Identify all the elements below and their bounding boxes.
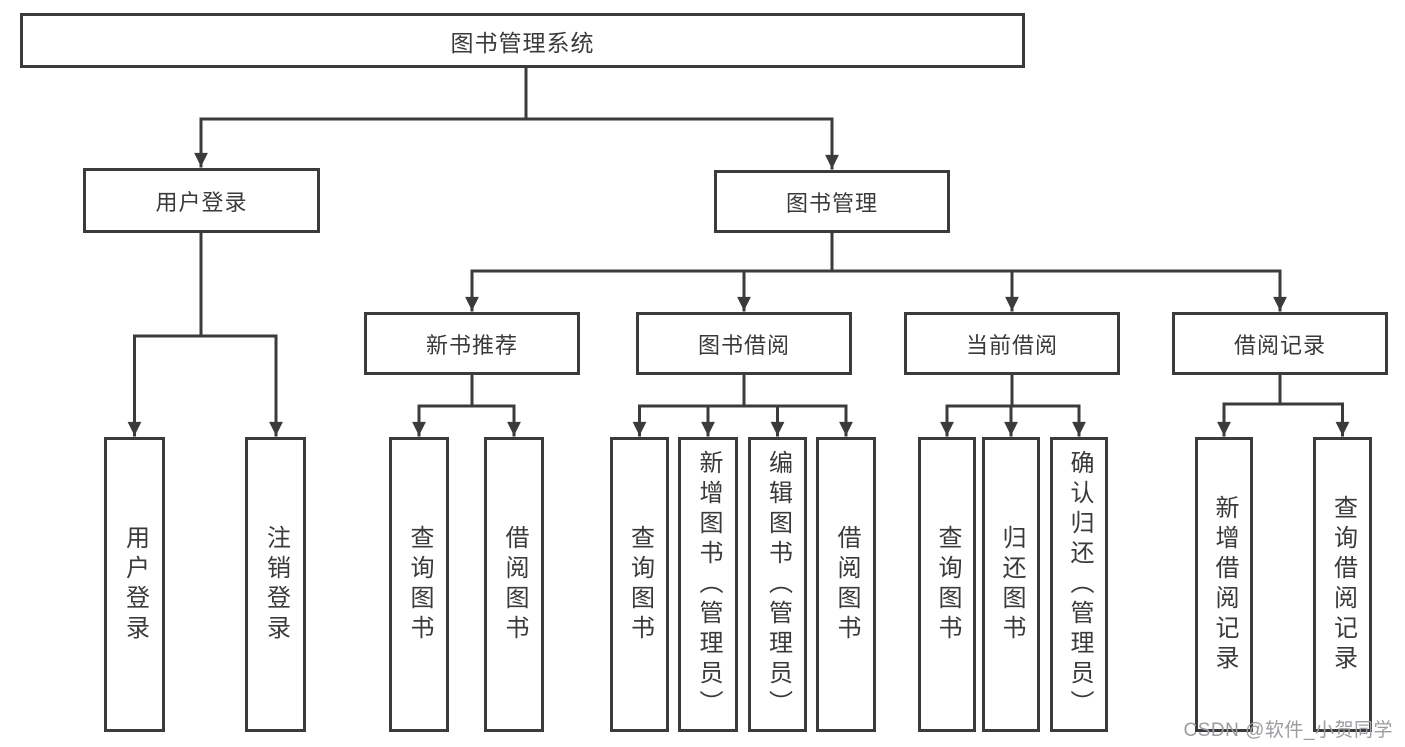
leaf-label: 借阅图书 — [833, 524, 860, 645]
leaf-return-book: 归还图书 — [982, 437, 1040, 732]
node-current-borrow: 当前借阅 — [904, 312, 1120, 375]
leaf-label: 编辑图书（管理员） — [764, 449, 792, 720]
leaf-label: 新增借阅记录 — [1211, 494, 1238, 675]
leaf-confirm-return-admin: 确认归还（管理员） — [1050, 437, 1108, 732]
node-book-management: 图书管理 — [714, 170, 950, 233]
node-user-login: 用户登录 — [83, 168, 320, 233]
csdn-watermark: CSDN @软件_小贺同学 — [1183, 720, 1393, 741]
node-borrow-records: 借阅记录 — [1172, 312, 1388, 375]
node-book-borrow: 图书借阅 — [636, 312, 852, 375]
leaf-query-books-2: 查询图书 — [610, 437, 669, 732]
leaf-query-books-3: 查询图书 — [918, 437, 976, 732]
leaf-add-book-admin: 新增图书（管理员） — [678, 437, 738, 732]
node-new-book-recommend: 新书推荐 — [364, 312, 580, 375]
leaf-label: 注销登录 — [262, 524, 290, 645]
leaf-label: 查询图书 — [626, 524, 654, 645]
leaf-label: 借阅图书 — [501, 524, 528, 645]
leaf-label: 归还图书 — [998, 524, 1025, 645]
leaf-logout: 注销登录 — [245, 437, 306, 732]
leaf-label: 查询图书 — [934, 524, 961, 645]
node-library-management-system: 图书管理系统 — [20, 13, 1025, 68]
leaf-borrow-books-2: 借阅图书 — [816, 437, 876, 732]
leaf-query-borrow-record: 查询借阅记录 — [1313, 437, 1372, 732]
leaf-user-login: 用户登录 — [104, 437, 165, 732]
leaf-borrow-books-1: 借阅图书 — [484, 437, 544, 732]
leaf-add-borrow-record: 新增借阅记录 — [1195, 437, 1253, 732]
leaf-label: 查询图书 — [406, 524, 433, 645]
leaf-label: 确认归还（管理员） — [1066, 449, 1093, 720]
leaf-query-books-1: 查询图书 — [389, 437, 449, 732]
leaf-label: 查询借阅记录 — [1329, 494, 1357, 675]
leaf-edit-book-admin: 编辑图书（管理员） — [748, 437, 807, 732]
leaf-label: 用户登录 — [121, 524, 149, 645]
leaf-label: 新增图书（管理员） — [695, 449, 722, 720]
